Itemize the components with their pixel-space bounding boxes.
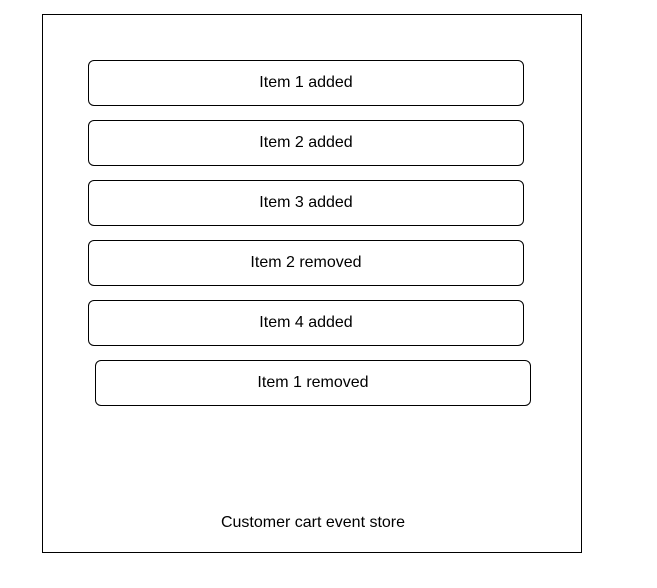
event-item-1-added: Item 1 added — [88, 60, 524, 106]
event-item-3-added: Item 3 added — [88, 180, 524, 226]
event-label: Item 4 added — [259, 314, 353, 331]
event-label: Item 1 added — [259, 74, 353, 91]
event-label: Item 3 added — [259, 194, 353, 211]
event-item-4-added: Item 4 added — [88, 300, 524, 346]
event-item-2-added: Item 2 added — [88, 120, 524, 166]
store-label: Customer cart event store — [220, 514, 406, 531]
customer-cart-event-store: Item 1 added Item 2 added Item 3 added I… — [42, 14, 582, 553]
event-label: Item 2 added — [259, 134, 353, 151]
event-item-2-removed: Item 2 removed — [88, 240, 524, 286]
event-label: Item 1 removed — [257, 374, 369, 391]
event-item-1-removed: Item 1 removed — [95, 360, 531, 406]
event-label: Item 2 removed — [250, 254, 362, 271]
